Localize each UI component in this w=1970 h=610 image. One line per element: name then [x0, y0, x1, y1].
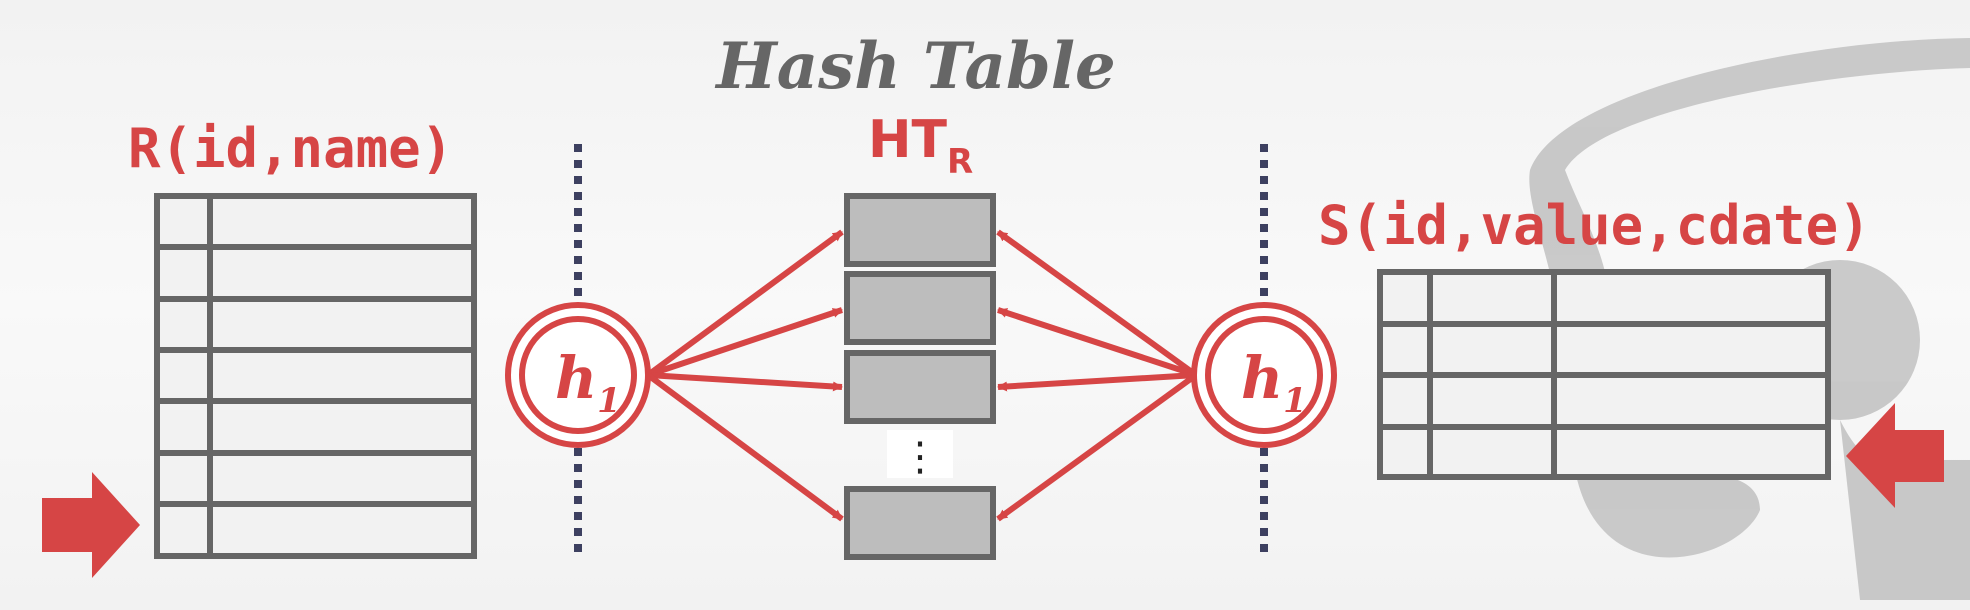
arrow [646, 372, 844, 522]
hash-bucket [844, 193, 996, 267]
hash-function-left: h1 [505, 302, 651, 448]
ellipsis-bg [887, 430, 953, 478]
hash-bucket [844, 271, 996, 345]
hash-function-right: h1 [1191, 302, 1337, 448]
left-arrow-indicator-icon [42, 472, 140, 578]
hash-bucket [844, 350, 996, 424]
hash-function-label: h1 [1241, 344, 1307, 421]
arrow [997, 307, 1197, 378]
hash-bucket [844, 486, 996, 560]
arrow [646, 229, 844, 378]
hash-table-label: HTR [868, 110, 973, 182]
right-table-label: S(id,value,cdate) [1318, 194, 1871, 257]
arrow [647, 372, 843, 392]
hash-table [844, 193, 996, 560]
arrow [996, 372, 1198, 522]
hash-function-label: h1 [555, 344, 621, 421]
arrow [997, 372, 1197, 392]
bucket-ellipsis: ⋮ [900, 434, 940, 480]
left-table-label: R(id,name) [128, 117, 453, 180]
arrow [647, 307, 843, 378]
right-hash-arrows [996, 229, 1198, 522]
left-hash-arrows [646, 229, 844, 522]
left-table [154, 193, 477, 559]
page-title: Hash Table [714, 29, 1116, 104]
right-arrow-indicator-icon [1846, 403, 1944, 508]
right-table [1377, 269, 1831, 480]
arrow [996, 229, 1198, 378]
